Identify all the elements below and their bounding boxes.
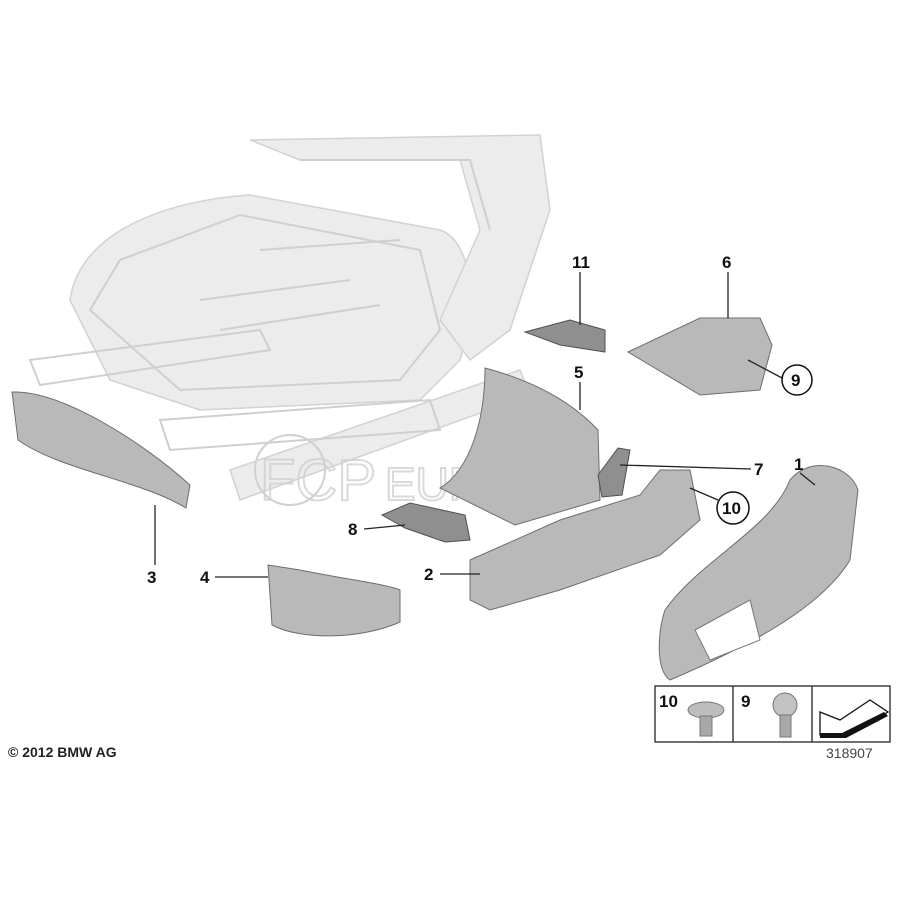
callout-3[interactable]: 3 <box>147 568 156 587</box>
legend-label-10: 10 <box>659 692 678 711</box>
callout-8[interactable]: 8 <box>348 520 357 539</box>
direction-arrow-shadow <box>820 712 888 738</box>
copyright: © 2012 BMW AG <box>8 744 117 760</box>
diagram-number: 318907 <box>826 745 873 761</box>
screw-10-thread <box>699 715 713 737</box>
part-2-trim-panel <box>469 469 701 611</box>
part-1-switch-opening <box>694 599 761 661</box>
callout-1[interactable]: 1 <box>794 455 803 474</box>
seat-frame-ghost <box>28 134 551 501</box>
hardware-legend: 10 9 <box>654 685 891 743</box>
part-7-bracket <box>597 447 631 498</box>
callout-9[interactable]: 9 <box>791 371 800 390</box>
callout-9-circle <box>781 364 813 396</box>
legend-label-9: 9 <box>741 692 750 711</box>
screw-9-icon <box>772 692 798 718</box>
part-5-panel <box>438 367 601 526</box>
callout-5[interactable]: 5 <box>574 363 583 382</box>
part-8-bracket <box>380 502 471 543</box>
callout-7[interactable]: 7 <box>754 460 763 479</box>
callout-10[interactable]: 10 <box>722 499 741 518</box>
leader-lines <box>154 272 816 578</box>
callout-6[interactable]: 6 <box>722 253 731 272</box>
part-6-panel <box>626 317 773 396</box>
callout-2[interactable]: 2 <box>424 565 433 584</box>
part-4-cover <box>267 564 401 637</box>
callout-10-circle <box>716 491 750 525</box>
callout-11[interactable]: 11 <box>572 253 590 272</box>
callout-4[interactable]: 4 <box>200 568 210 587</box>
watermark-logo-mark <box>254 434 326 506</box>
screw-9-thread <box>779 714 792 738</box>
part-11-clip <box>523 319 606 353</box>
part-3-trim <box>11 391 191 509</box>
